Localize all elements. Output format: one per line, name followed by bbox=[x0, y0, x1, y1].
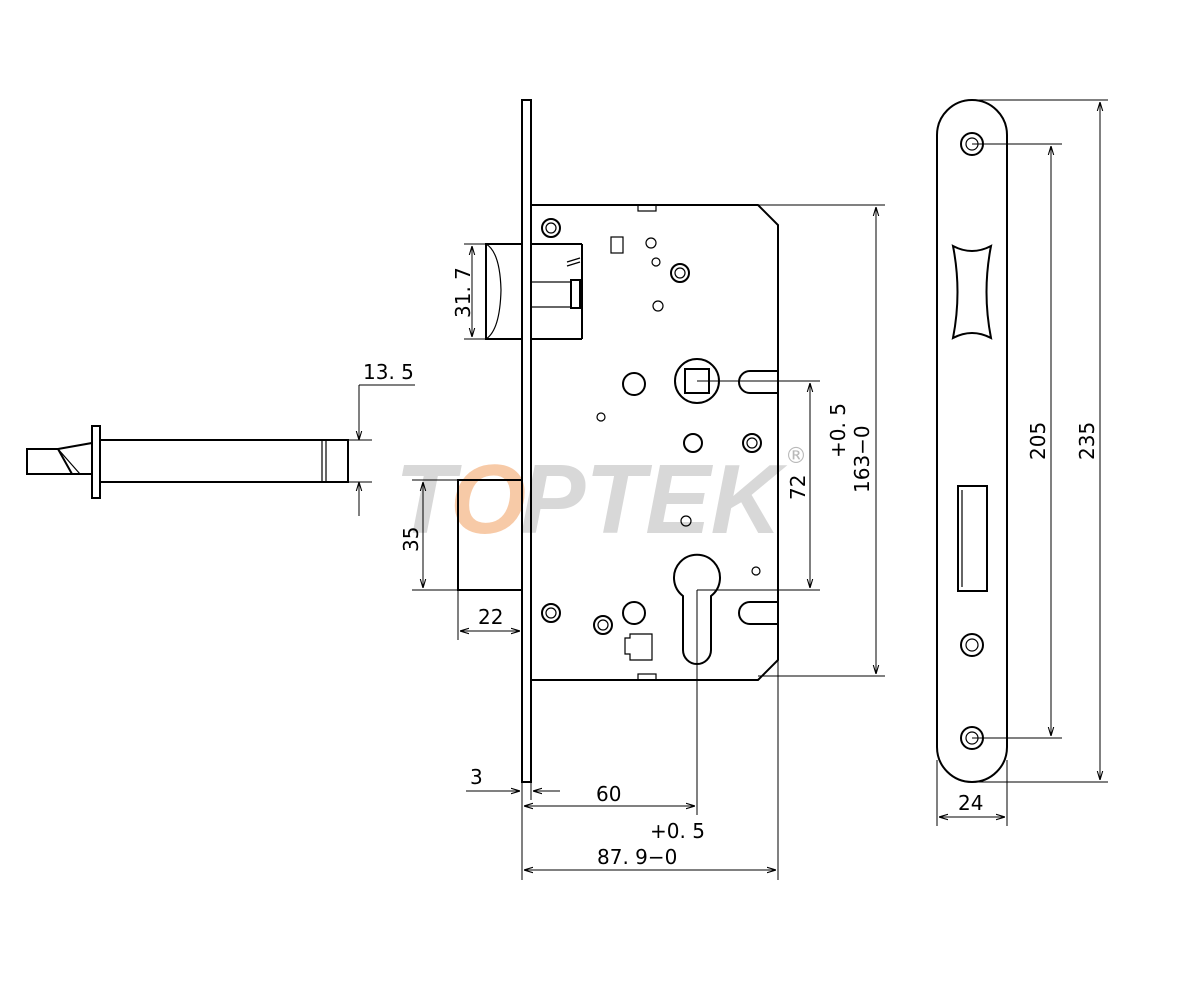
dim-label-faceplate: 3 bbox=[470, 765, 483, 789]
dim-strike-width: 24 bbox=[936, 760, 1008, 826]
dim-backset: 60 bbox=[524, 590, 698, 815]
lock-case bbox=[531, 204, 779, 681]
dim-case-depth: +0. 5 87. 9−0 bbox=[524, 660, 779, 880]
dim-label-case-depth-tol: +0. 5 bbox=[650, 819, 705, 843]
strike-latch-opening bbox=[951, 244, 993, 340]
strike-plate bbox=[936, 99, 1008, 783]
dim-label-throw: 22 bbox=[478, 605, 503, 629]
watermark-letters: PTEK bbox=[520, 444, 788, 554]
faceplate bbox=[521, 99, 532, 783]
dim-label-deadbolt: 35 bbox=[399, 527, 423, 552]
dim-deadbolt-throw: 22 bbox=[457, 590, 520, 640]
dim-spindle-square: 13. 5 bbox=[348, 360, 415, 516]
dim-label-case-height: 163−0 bbox=[850, 425, 874, 493]
dim-strike-height: 235 bbox=[972, 99, 1108, 783]
dim-case-height: +0. 5 163−0 bbox=[758, 204, 885, 677]
dim-label-strike-height: 235 bbox=[1075, 422, 1099, 460]
registered-mark: ® bbox=[785, 444, 807, 469]
spindle-side-view bbox=[26, 425, 349, 499]
dim-label-case-height-tol: +0. 5 bbox=[826, 403, 850, 458]
dim-label-center: 72 bbox=[786, 475, 810, 500]
screw-holes bbox=[541, 218, 762, 635]
watermark-letter-o: O bbox=[450, 444, 526, 554]
lock-body bbox=[457, 99, 779, 783]
dim-strike-spacing: 205 bbox=[972, 143, 1062, 739]
dim-latch: 31. 7 bbox=[451, 243, 486, 340]
dim-label-backset: 60 bbox=[596, 782, 621, 806]
dim-center-distance: 72 bbox=[697, 380, 820, 591]
dim-label-latch: 31. 7 bbox=[451, 267, 475, 318]
cylinder-hole bbox=[673, 553, 721, 665]
deadbolt bbox=[457, 479, 523, 591]
dim-label-strike-width: 24 bbox=[958, 791, 983, 815]
dim-deadbolt-height: 35 bbox=[399, 479, 458, 591]
dim-label-strike-spacing: 205 bbox=[1026, 422, 1050, 460]
dim-faceplate: 3 bbox=[466, 765, 560, 880]
watermark-letter-t: T bbox=[395, 444, 462, 554]
watermark: T O PTEK ® bbox=[395, 444, 807, 554]
strike-deadbolt-opening bbox=[957, 485, 988, 592]
dim-label-spindle: 13. 5 bbox=[363, 360, 414, 384]
latch-bolt bbox=[485, 243, 583, 340]
dim-label-case-depth: 87. 9−0 bbox=[597, 845, 677, 869]
